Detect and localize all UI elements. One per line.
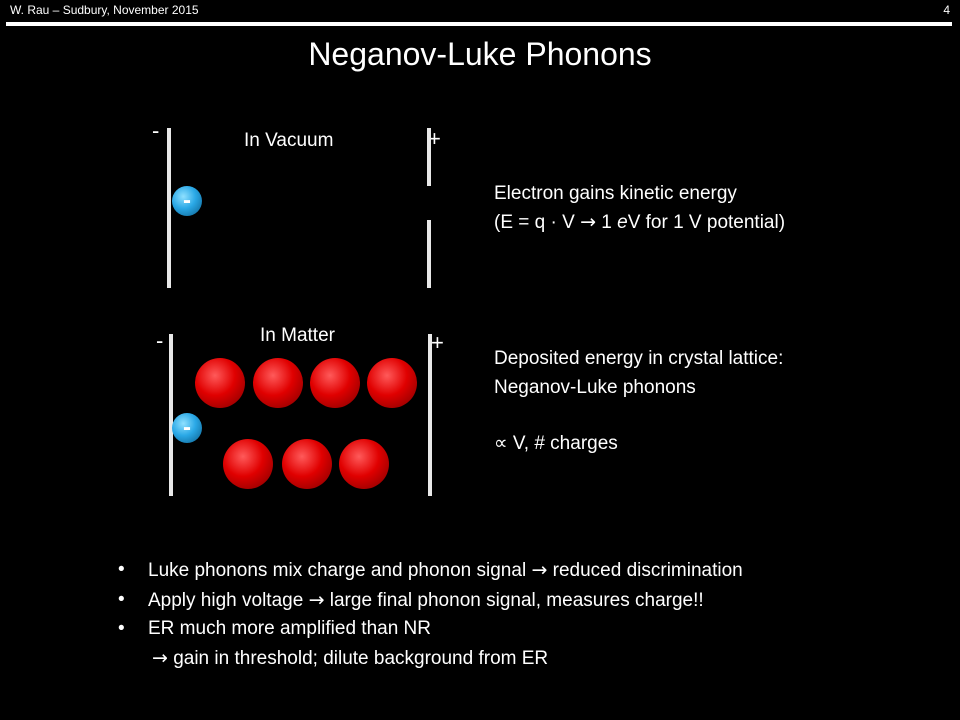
matter-desc-line2: Neganov-Luke phonons [494,377,696,398]
vacuum-plus-sign: + [428,126,441,151]
bullet-item: ER much more amplified than NR [118,615,743,644]
bullet-item: Luke phonons mix charge and phonon signa… [118,556,743,586]
matter-plus-sign: + [431,330,444,355]
vacuum-anode-plate-top [427,128,431,186]
vacuum-anode-plate-bottom [427,220,431,288]
arrow-icon: → [308,588,325,611]
bullet-list: Luke phonons mix charge and phonon signa… [118,556,743,673]
vacuum-minus-sign: - [152,118,160,143]
lattice-atom [367,358,417,408]
lattice-atom [310,358,360,408]
bullet-continuation: → gain in threshold; dilute background f… [152,646,549,669]
matter-cathode-plate [169,334,173,496]
lattice-atom [223,439,273,489]
slide-footer-author: W. Rau – Sudbury, November 2015 [10,3,199,17]
electron-minus: - [183,414,191,441]
lattice-atom [339,439,389,489]
lattice-atom [253,358,303,408]
matter-desc-line1: Deposited energy in crystal lattice: [494,348,784,369]
vacuum-desc-line1: Electron gains kinetic energy [494,183,737,204]
vacuum-label: In Vacuum [244,130,334,151]
slide-title: Neganov-Luke Phonons [308,36,652,72]
lattice-atom [282,439,332,489]
electron-minus: - [183,187,191,214]
lattice-atom [195,358,245,408]
vacuum-desc-line2: (E = q · V → 1 eV for 1 V potential) [494,211,786,233]
arrow-icon: → [531,559,548,581]
matter-desc-line3: ∝ V, # charges [494,433,618,454]
bullet-item: Apply high voltage → large final phonon … [118,586,743,616]
matter-electron: - [172,413,202,443]
arrow-icon: → [580,211,596,233]
slide-number: 4 [943,3,950,17]
matter-anode-plate [428,334,432,496]
vacuum-electron: - [172,186,202,216]
matter-label: In Matter [260,325,335,346]
vacuum-cathode-plate [167,128,171,288]
arrow-icon: → [152,646,168,669]
header-rule [6,22,952,26]
matter-minus-sign: - [156,328,164,353]
